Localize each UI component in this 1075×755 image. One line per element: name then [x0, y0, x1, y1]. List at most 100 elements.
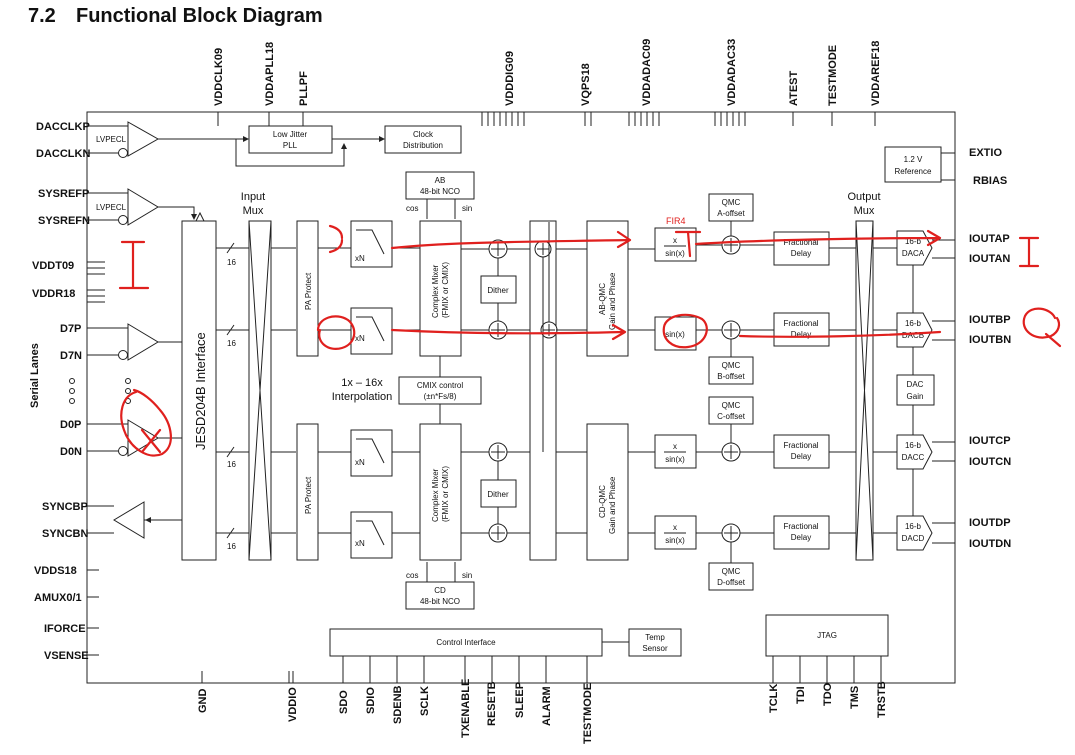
dac-b-label: DACB [902, 331, 924, 340]
pin-atest: ATEST [788, 70, 800, 106]
pin-tdi: TDI [795, 686, 807, 704]
pin-iforce: IFORCE [44, 623, 86, 635]
pin-txenable: TXENABLE [460, 679, 472, 738]
qmc-c-label-2: C-offset [717, 412, 746, 421]
interpolation-range: 1x – 16x [341, 377, 383, 389]
pin-ioutcn: IOUTCN [969, 456, 1011, 468]
nco-cd-sin: sin [462, 571, 472, 580]
d7-receiver [127, 323, 159, 361]
pin-tclk: TCLK [768, 684, 780, 713]
mixer-ab-label-2: (FMIX or CMIX) [441, 262, 450, 318]
pin-ioutbp: IOUTBP [969, 314, 1011, 326]
pin-vdddig09: VDDDIG09 [504, 51, 516, 106]
i-mark-left [118, 240, 150, 290]
mixer-cd-label-2: (FMIX or CMIX) [441, 466, 450, 522]
ref-label-2: Reference [895, 167, 932, 176]
pin-dacclkp: DACCLKP [36, 121, 90, 133]
complex-mixer-cd [419, 423, 462, 561]
frac-b-2: Delay [791, 330, 811, 339]
pa-protect-cd-label: PA Protect [304, 476, 313, 514]
input-buses: 16 16 16 16 [216, 242, 296, 551]
pin-testmode-bottom: TESTMODE [582, 683, 594, 744]
lvpecl-sysref-buffer [127, 188, 159, 226]
cd-qmc [586, 423, 629, 561]
pin-sdenb: SDENB [392, 685, 404, 724]
ref-label-1: 1.2 V [904, 155, 923, 164]
i-path-arrow-2 [694, 229, 942, 247]
dac-c [896, 434, 933, 470]
dither-cd-label: Dither [487, 490, 509, 499]
dac-gain [896, 374, 935, 406]
chip-outline [86, 111, 956, 684]
mixer-cd-label-1: Complex Mixer [431, 468, 440, 522]
left-pins: DACCLKP DACCLKN SYSREFP SYSREFN VDDT09 V… [29, 121, 131, 662]
frac-d-1: Fractional [783, 522, 818, 531]
interp-gain-a: xN [355, 254, 365, 263]
temp-label-2: Sensor [642, 644, 668, 653]
i-path-arrow-1 [390, 230, 632, 250]
pin-vddadac09: VDDADAC09 [641, 39, 653, 106]
pin-rbias: RBIAS [973, 175, 1007, 187]
frac-b-1: Fractional [783, 319, 818, 328]
qmc-a-label-1: QMC [722, 198, 741, 207]
pin-vddclk09: VDDCLK09 [213, 48, 225, 106]
dither-section: Dither Dither [461, 239, 530, 543]
page-title: Functional Block Diagram [76, 5, 323, 27]
frac-c-2: Delay [791, 452, 811, 461]
d7-termination [118, 350, 128, 360]
qmc-a-label-2: A-offset [717, 209, 745, 218]
clock-distribution [384, 125, 462, 154]
pin-vdds18: VDDS18 [34, 565, 77, 577]
pin-ioutdp: IOUTDP [969, 517, 1011, 529]
pa-protect-ab-label: PA Protect [304, 272, 313, 310]
serial-lanes-label: Serial Lanes [29, 343, 41, 408]
interp-gain-b: xN [355, 334, 365, 343]
pin-alarm: ALARM [541, 686, 553, 726]
pin-sclk: SCLK [419, 686, 431, 716]
frac-d-2: Delay [791, 533, 811, 542]
pin-ioutdn: IOUTDN [969, 538, 1011, 550]
output-mux-label-1: Output [847, 191, 880, 203]
frac-a-2: Delay [791, 249, 811, 258]
pin-syncbn: SYNCBN [42, 528, 89, 540]
pin-vddadac33: VDDADAC33 [726, 39, 738, 106]
pa-protect-cd [296, 423, 319, 561]
qmc-a-offset [708, 193, 754, 222]
nco-ab-cos: cos [406, 204, 418, 213]
nco-ab-sin: sin [462, 204, 472, 213]
q-path-line [738, 330, 942, 338]
lvpecl-clock-buffer [127, 121, 160, 157]
d0-termination [118, 446, 128, 456]
sinc-a-den: sin(x) [665, 249, 685, 258]
control-interface-label: Control Interface [436, 638, 496, 647]
cd-qmc-label-1: CD-QMC [598, 485, 607, 518]
sinc-b-den: sin(x) [665, 330, 685, 339]
pin-testmode-top: TESTMODE [827, 45, 839, 106]
interp-gain-d: xN [355, 539, 365, 548]
frac-delay-d [773, 515, 830, 550]
frac-c-1: Fractional [783, 441, 818, 450]
dac-a-bits: 16-b [905, 237, 922, 246]
pin-vddio: VDDIO [287, 687, 299, 722]
pin-gnd: GND [197, 689, 209, 714]
cmix-label-2: (±n*Fs/8) [424, 392, 457, 401]
pin-extio: EXTIO [969, 147, 1002, 159]
dac-d-label: DACD [902, 534, 925, 543]
ellipsis-dot [69, 378, 75, 384]
section-number: 7.2 [28, 5, 56, 27]
bottom-pins: GND VDDIO SDO SDIO SDENB SCLK TXENABLE R… [197, 671, 888, 744]
pin-ioutcp: IOUTCP [969, 435, 1011, 447]
output-mux-label-2: Mux [854, 205, 875, 217]
input-mux-label-2: Mux [243, 205, 264, 217]
i-mark-right [1018, 236, 1040, 268]
ellipsis-dot [69, 388, 75, 394]
dac-b [896, 312, 933, 348]
jesd-clock-marker [195, 211, 205, 222]
pin-sdio: SDIO [365, 687, 377, 714]
dac-c-label: DACC [902, 453, 925, 462]
q-path-arrow-1 [390, 323, 627, 341]
sinc-c-den: sin(x) [665, 455, 685, 464]
qmc-b-label-1: QMC [722, 361, 741, 370]
cmix-control [398, 376, 482, 405]
